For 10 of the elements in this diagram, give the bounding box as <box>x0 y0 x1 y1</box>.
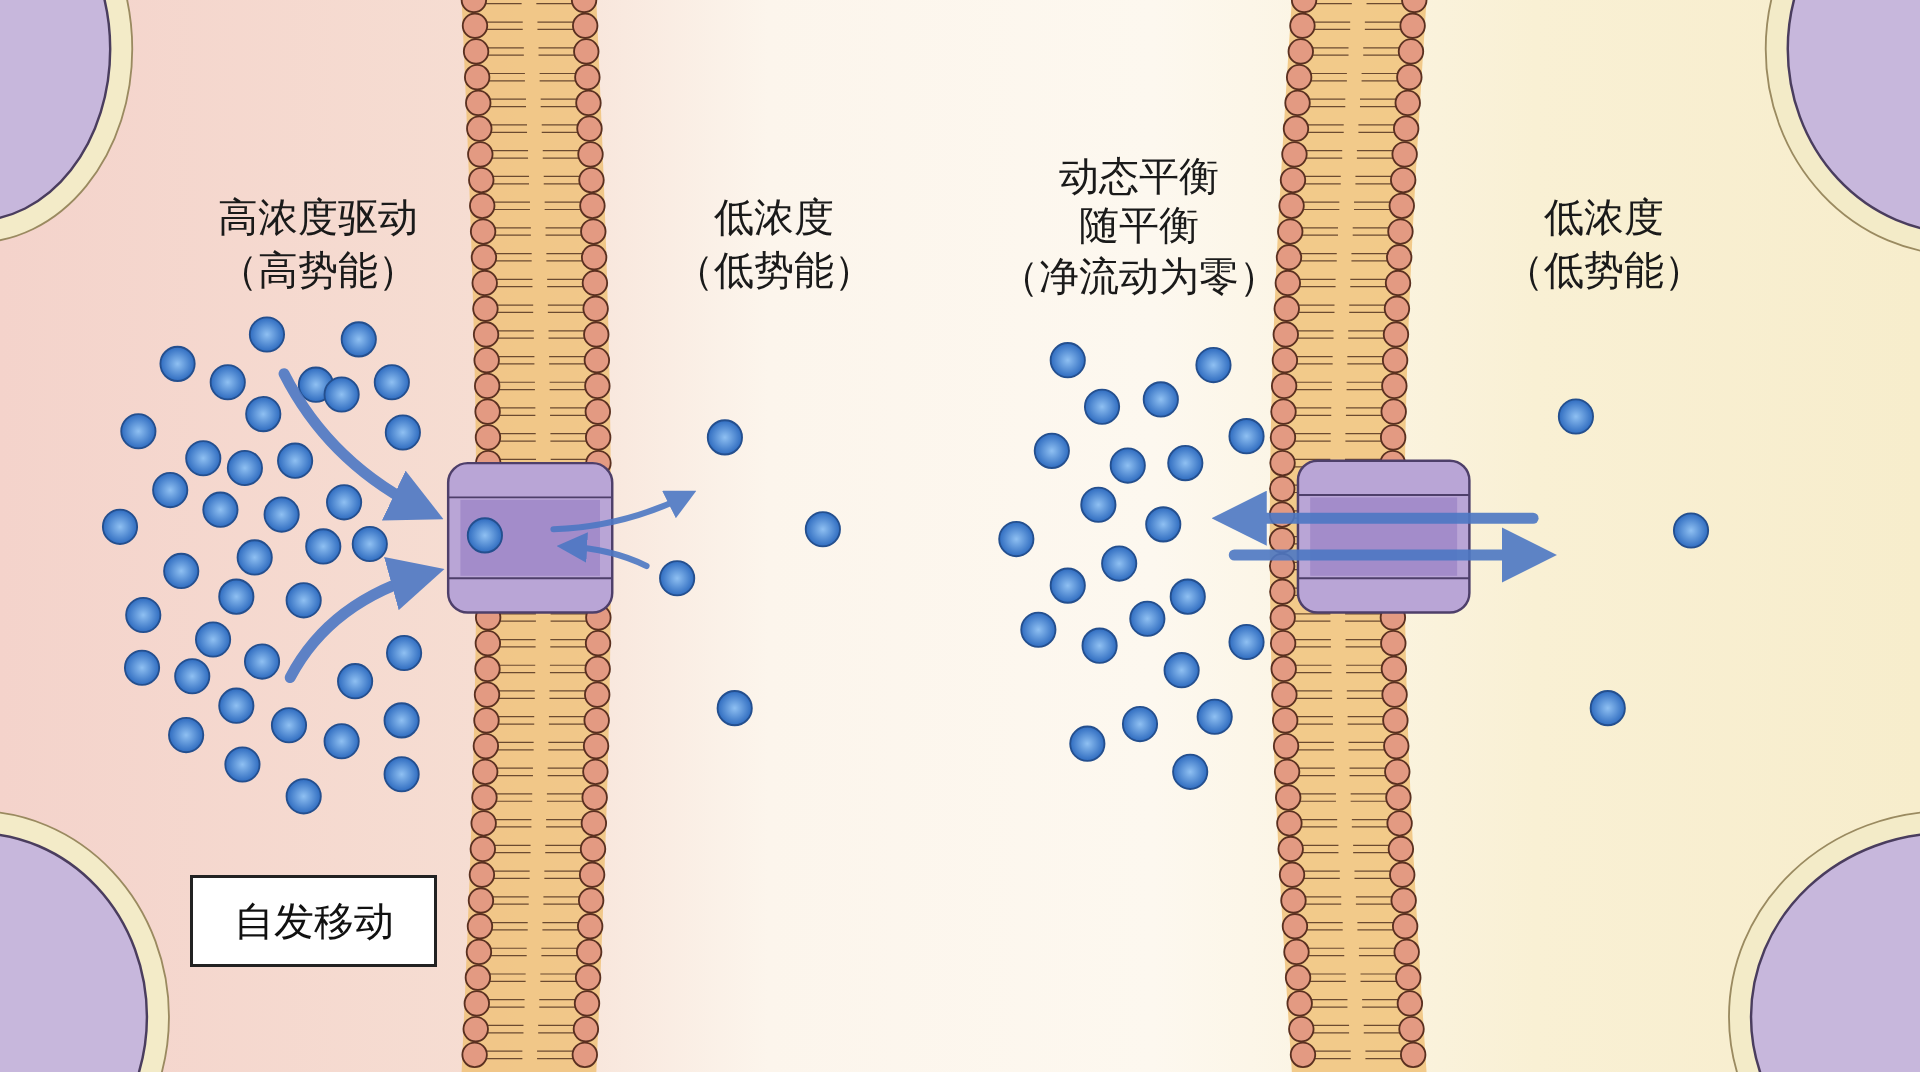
region-label: 动态平衡 <box>1059 154 1219 198</box>
region-label: 随平衡 <box>1079 203 1199 247</box>
label-box: 自发移动 <box>190 875 437 967</box>
region-label: 低浓度 <box>714 195 834 239</box>
region-label: （低势能） <box>1504 248 1704 292</box>
region-label: 高浓度驱动 <box>218 195 418 239</box>
region-label: 低浓度 <box>1544 195 1664 239</box>
region-label: （低势能） <box>674 248 874 292</box>
region-label: （净流动为零） <box>999 254 1279 298</box>
region-label: （高势能） <box>218 248 418 292</box>
